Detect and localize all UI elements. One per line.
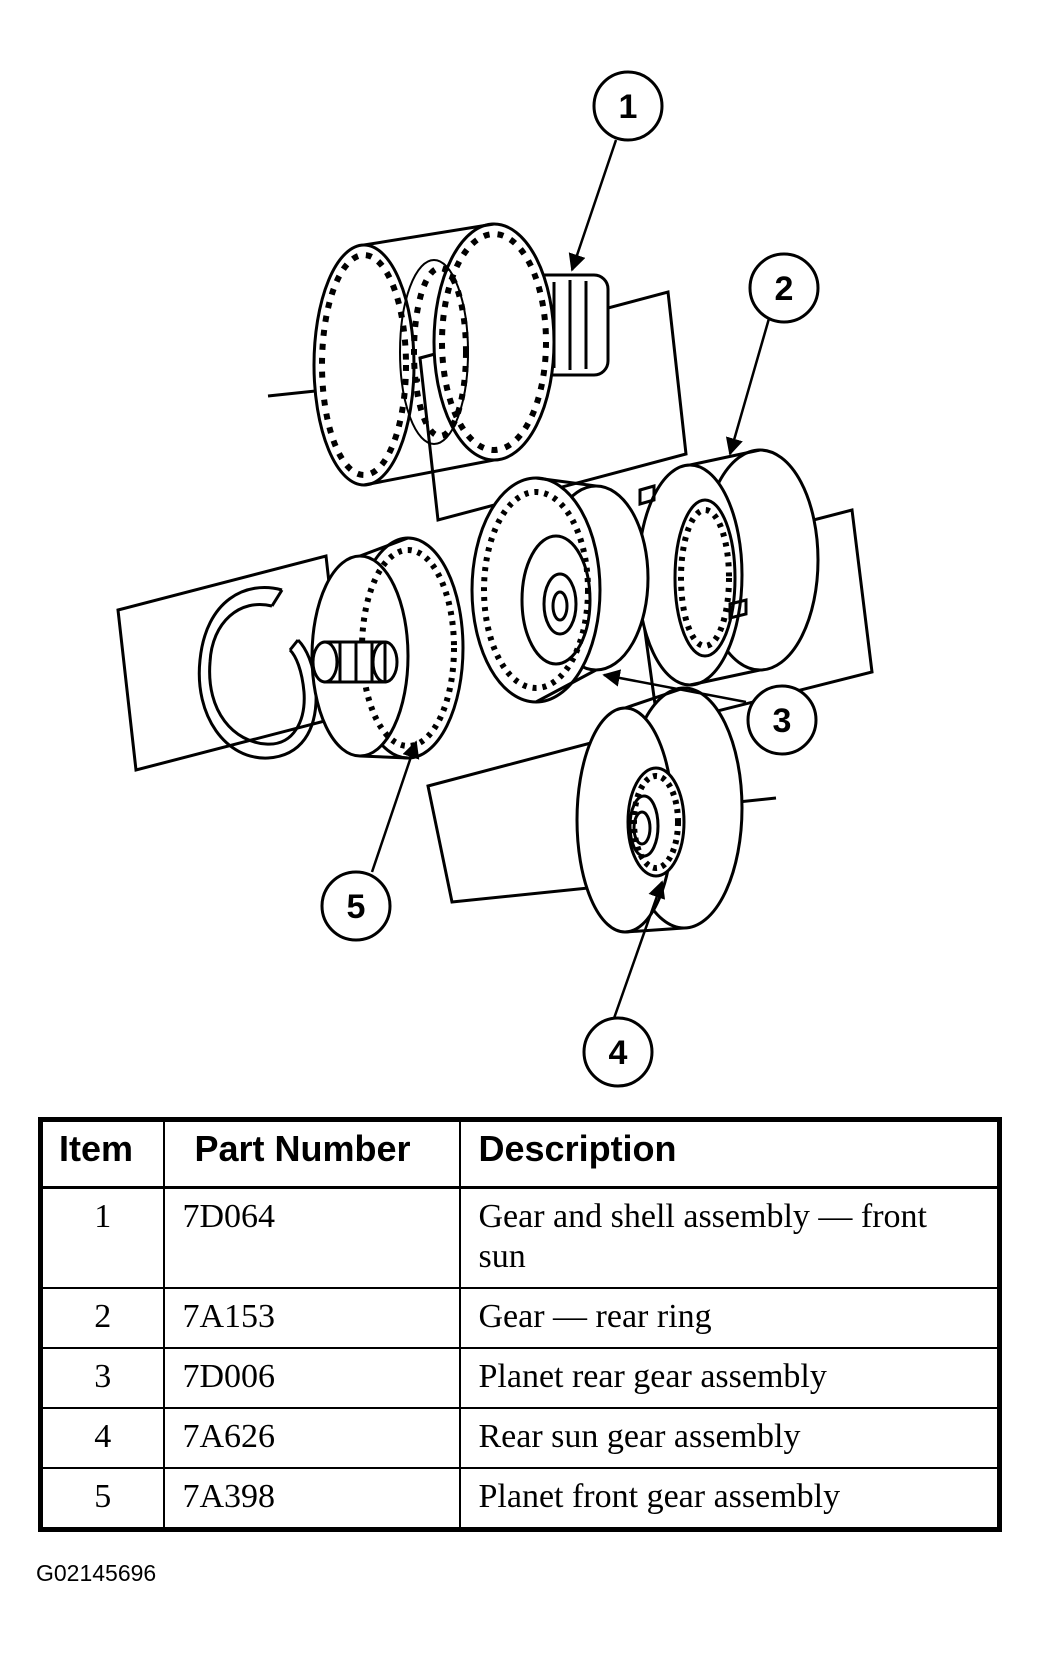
table-row: 4 7A626 Rear sun gear assembly [39, 1407, 1001, 1469]
callout-1-label: 1 [619, 88, 638, 126]
part-1-gear-shell-assembly [267, 222, 688, 522]
callout-2-label: 2 [775, 270, 794, 308]
callout-1: 1 [592, 70, 664, 142]
cell-description: Gear — rear ring [458, 1287, 1001, 1349]
part-2-rear-ring-gear [634, 448, 874, 728]
cell-part-number: 7D064 [162, 1186, 461, 1289]
callout-5-label: 5 [347, 888, 366, 926]
cell-description: Rear sun gear assembly [458, 1407, 1001, 1469]
cell-part-number: 7A398 [162, 1467, 461, 1531]
callout-4: 4 [582, 1016, 654, 1088]
table-header-row: Item Part Number Description [39, 1118, 1001, 1189]
callout-5: 5 [320, 870, 392, 942]
callout-3-label: 3 [773, 702, 792, 740]
cell-part-number: 7A626 [162, 1407, 461, 1469]
cell-item: 5 [39, 1467, 165, 1531]
header-description: Description [458, 1118, 1001, 1189]
header-part-number: Part Number [162, 1118, 461, 1189]
table-row: 3 7D006 Planet rear gear assembly [39, 1347, 1001, 1409]
part-5-planet-front-gear [116, 536, 465, 772]
part-4-rear-sun-gear [426, 686, 777, 934]
cell-description: Planet front gear assembly [458, 1467, 1001, 1531]
cell-item: 3 [39, 1347, 165, 1409]
callout-2: 2 [748, 252, 820, 324]
cell-description: Planet rear gear assembly [458, 1347, 1001, 1409]
cell-item: 1 [39, 1186, 165, 1289]
cell-item: 2 [39, 1287, 165, 1349]
cell-part-number: 7D006 [162, 1347, 461, 1409]
cell-part-number: 7A153 [162, 1287, 461, 1349]
snap-ring [197, 586, 318, 760]
header-item: Item [39, 1118, 165, 1189]
table-row: 1 7D064 Gear and shell assembly — front … [39, 1186, 1001, 1289]
callout-4-label: 4 [609, 1034, 628, 1072]
figure-id: G02145696 [36, 1560, 157, 1586]
callout-3: 3 [746, 684, 818, 756]
exploded-gear-diagram: 1 2 3 4 5 [116, 70, 874, 1088]
cell-item: 4 [39, 1407, 165, 1469]
table-row: 2 7A153 Gear — rear ring [39, 1287, 1001, 1349]
cell-description: Gear and shell assembly — front sun [458, 1186, 1001, 1289]
table-row: 5 7A398 Planet front gear assembly [39, 1467, 1001, 1531]
part-3-planet-rear-gear [470, 476, 650, 704]
parts-table: Item Part Number Description 1 7D064 Gea… [38, 1117, 1002, 1532]
leader-arrows [370, 139, 772, 1025]
